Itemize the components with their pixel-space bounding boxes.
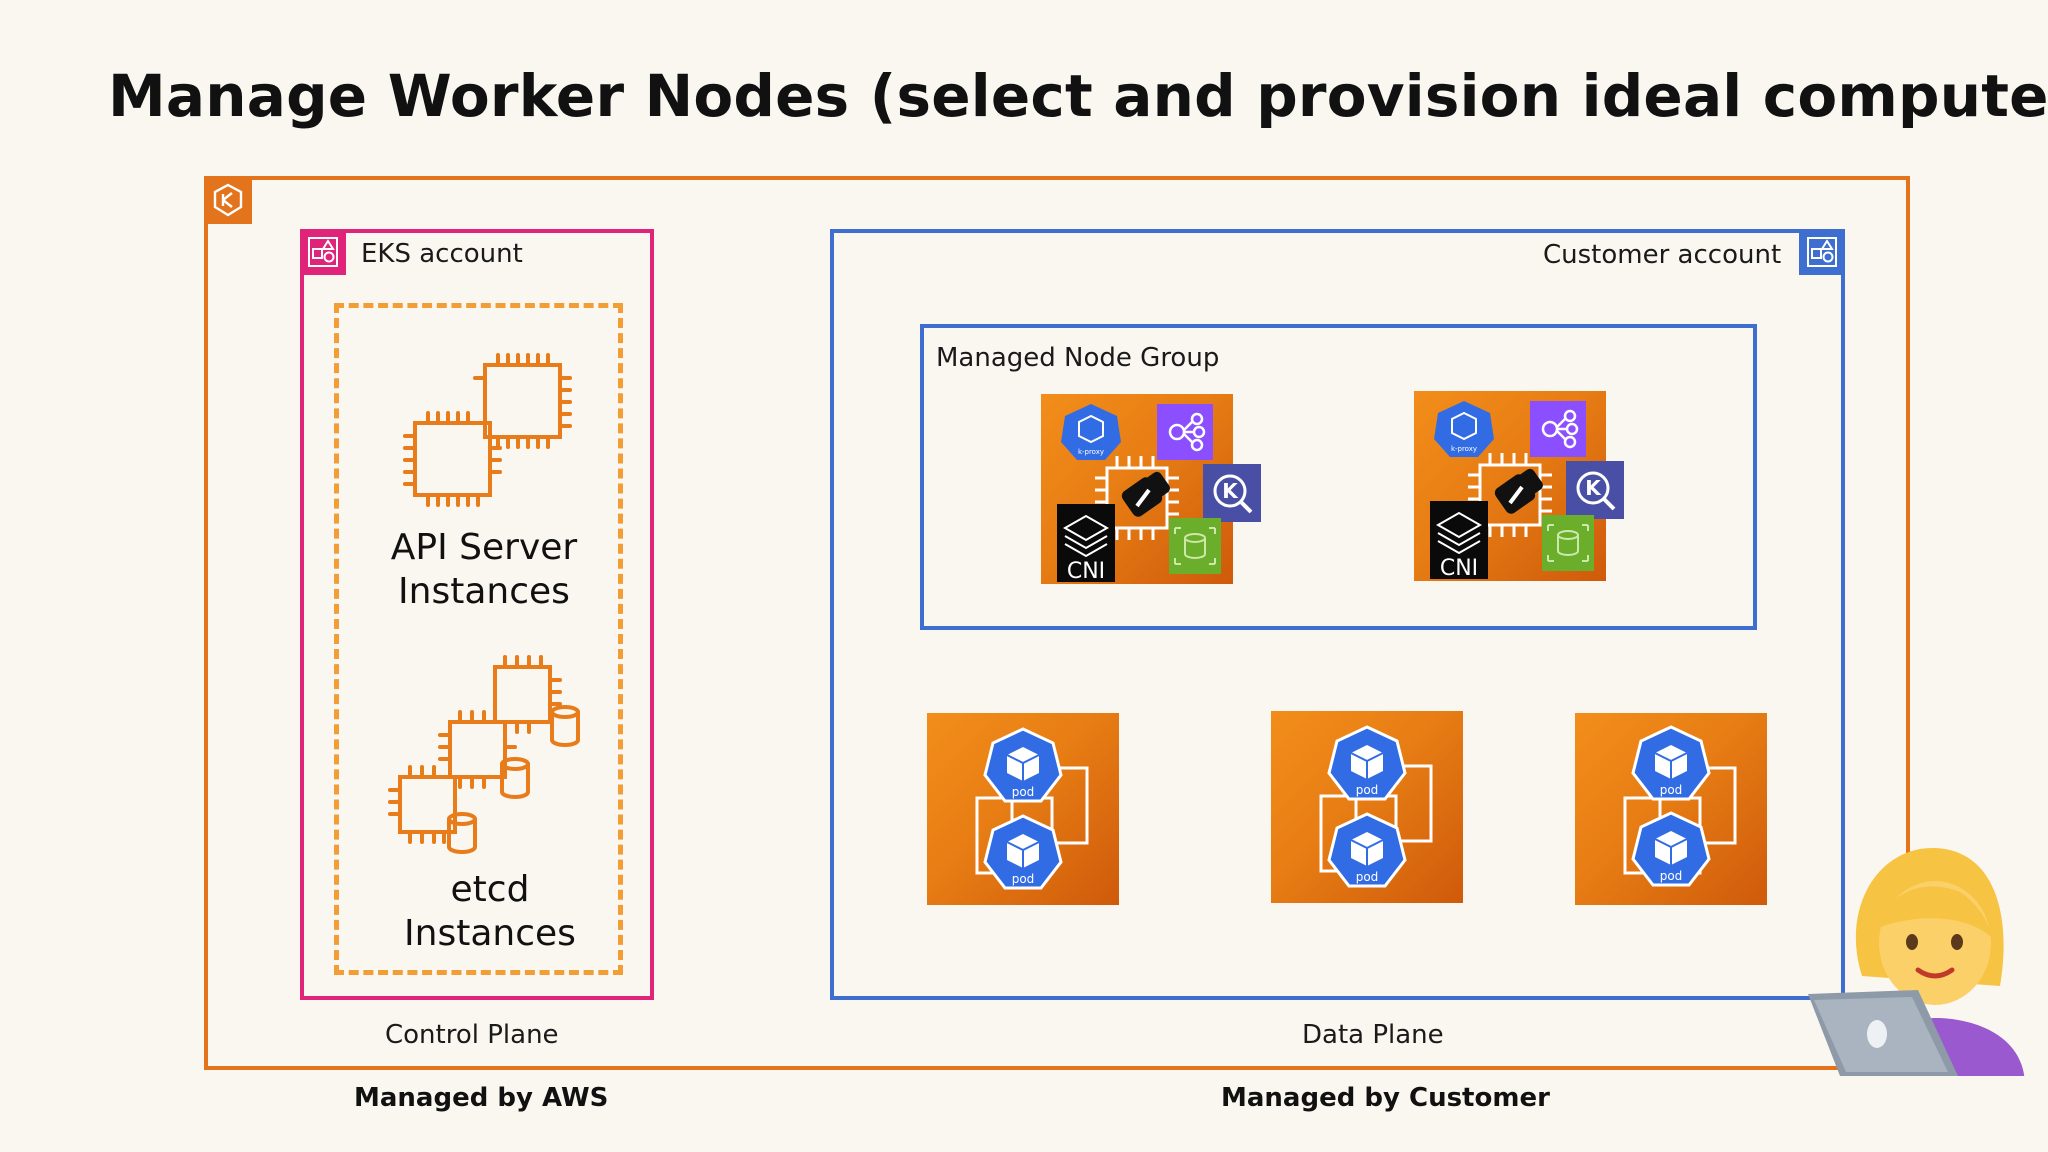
page-title: Manage Worker Nodes (select and provisio…: [108, 62, 2048, 130]
kproxy-icon: k-proxy: [1434, 401, 1494, 457]
managed-by-customer-label: Managed by Customer: [1221, 1083, 1550, 1113]
etcd-line1: etcd: [450, 869, 530, 910]
managed-node-1: k-proxy K CNI: [1041, 392, 1261, 592]
pod-icon: pod: [983, 814, 1063, 890]
pod-label: pod: [1660, 783, 1683, 797]
k-icon: K: [1566, 461, 1624, 519]
cni-icon: CNI: [1057, 504, 1115, 582]
customer-account-icon: [1799, 229, 1845, 275]
k-letter: K: [1222, 479, 1239, 503]
hub-icon: [1530, 401, 1586, 457]
kproxy-icon: k-proxy: [1061, 404, 1121, 460]
pod-node-2: pod pod: [1271, 711, 1463, 903]
api-server-label: API Server Instances: [334, 526, 634, 614]
managed-node-group-box: [920, 324, 1757, 630]
pod-icon: pod: [1327, 812, 1407, 888]
customer-account-box: [830, 229, 1845, 1000]
pod-node-3: pod pod: [1575, 713, 1767, 905]
customer-account-label: Customer account: [1543, 240, 1782, 270]
etcd-line2: Instances: [404, 913, 576, 954]
pod-node-1: pod pod: [927, 713, 1119, 905]
managed-node-group-label: Managed Node Group: [936, 343, 1220, 373]
aws-cloud-boundary: [204, 176, 1910, 1070]
hub-icon: [1157, 404, 1213, 460]
cni-label: CNI: [1067, 559, 1105, 582]
pod-icon: pod: [1631, 811, 1711, 887]
pod-label: pod: [1356, 870, 1379, 884]
pod-icon: pod: [1631, 725, 1711, 801]
pod-label: pod: [1012, 785, 1035, 799]
kubelet-icon: [1494, 468, 1543, 514]
api-server-line1: API Server: [390, 527, 578, 568]
container-icon: [1542, 515, 1594, 571]
managed-by-aws-label: Managed by AWS: [354, 1083, 609, 1113]
chip-icon: [1468, 453, 1552, 537]
pod-label: pod: [1660, 869, 1683, 883]
pod-label: pod: [1012, 872, 1035, 886]
data-plane-label: Data Plane: [1302, 1020, 1444, 1050]
eks-cloud-icon: [204, 176, 252, 224]
api-server-chips-icon: [403, 353, 572, 507]
kproxy-label: k-proxy: [1078, 448, 1104, 456]
control-plane-dashed-group: [334, 303, 623, 975]
kproxy-label: k-proxy: [1451, 445, 1477, 453]
eks-account-icon: [300, 229, 346, 275]
chip-icon: [1095, 456, 1179, 540]
eks-account-label: EKS account: [361, 239, 523, 269]
etcd-chips-icon: [388, 655, 580, 854]
cni-icon: CNI: [1430, 501, 1488, 579]
pod-icon: pod: [1327, 725, 1407, 801]
api-server-line2: Instances: [398, 571, 570, 612]
managed-node-2: k-proxy K CNI: [1414, 389, 1634, 589]
k-letter: K: [1585, 476, 1602, 500]
container-icon: [1169, 518, 1221, 574]
control-plane-label: Control Plane: [385, 1020, 559, 1050]
pod-icon: pod: [983, 727, 1063, 803]
etcd-label: etcd Instances: [340, 868, 640, 956]
cni-label: CNI: [1440, 556, 1478, 579]
k-icon: K: [1203, 464, 1261, 522]
eks-account-box: [300, 229, 654, 1000]
kubelet-icon: [1121, 471, 1170, 517]
person-laptop-icon: [1808, 847, 2025, 1076]
pod-label: pod: [1356, 783, 1379, 797]
